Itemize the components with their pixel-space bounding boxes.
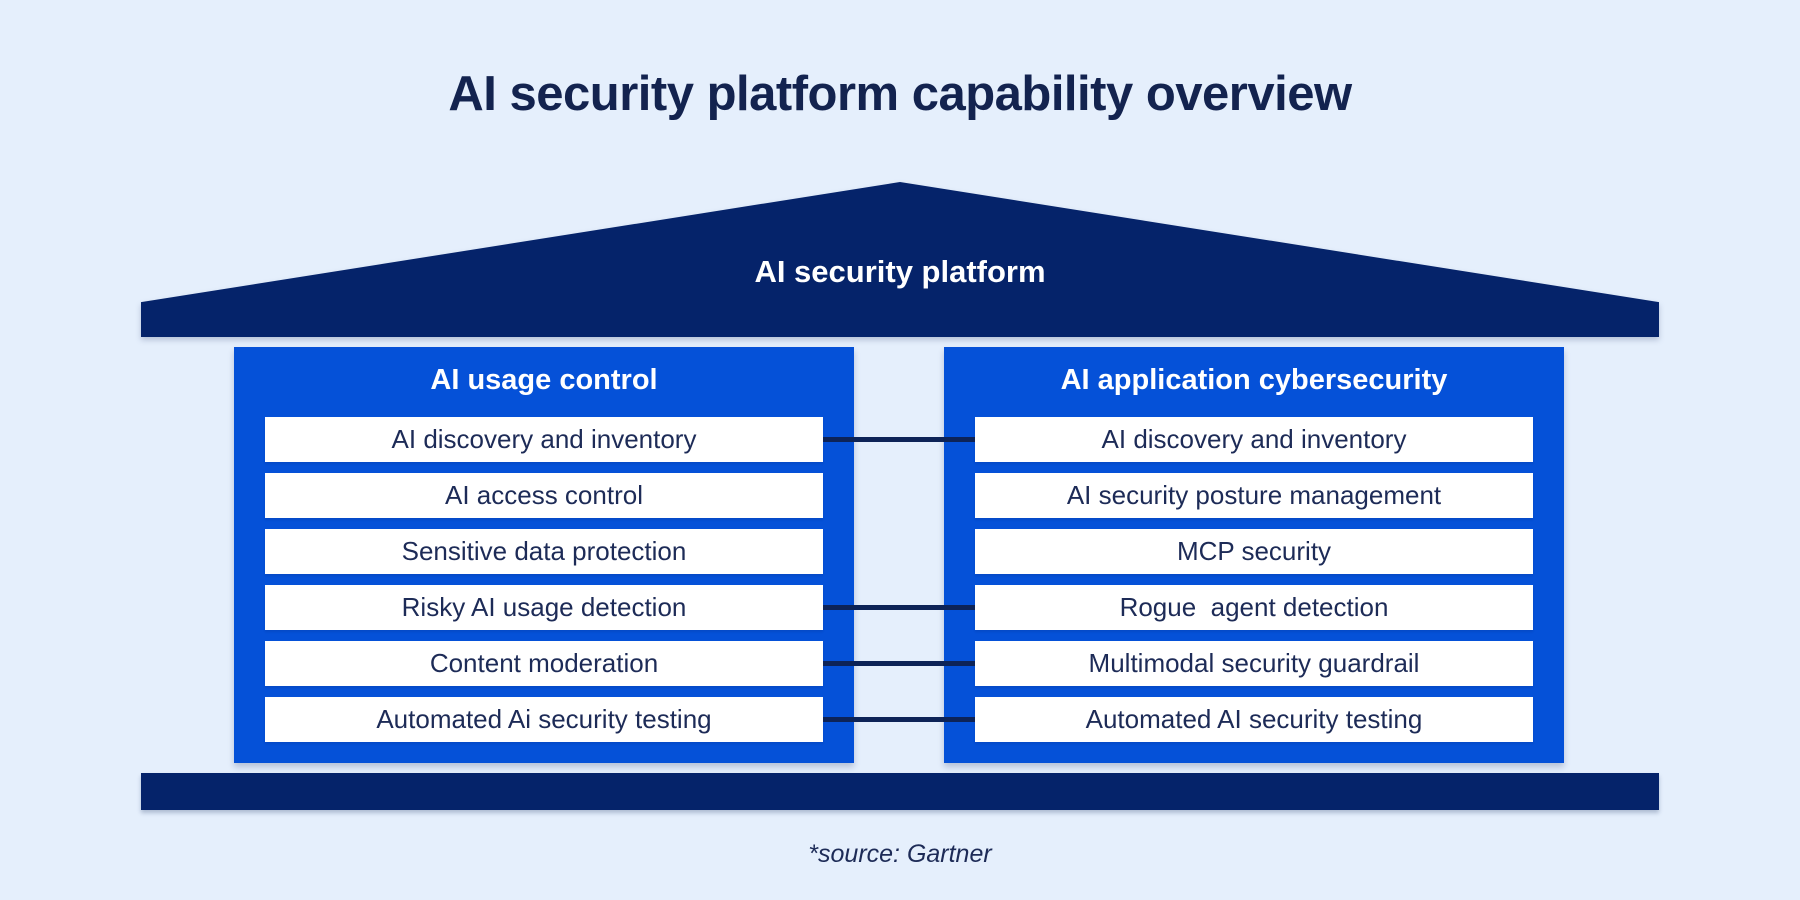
capability-row: AI discovery and inventory (975, 417, 1533, 462)
capability-row: Sensitive data protection (265, 529, 823, 574)
capability-row: Automated AI security testing (975, 697, 1533, 742)
base-bar (141, 773, 1659, 810)
capability-row: Rogue agent detection (975, 585, 1533, 630)
capability-row: AI security posture management (975, 473, 1533, 518)
capability-row: MCP security (975, 529, 1533, 574)
capability-row: AI discovery and inventory (265, 417, 823, 462)
column-header-right: AI application cybersecurity (1060, 364, 1448, 396)
roof-label: AI security platform (754, 254, 1046, 289)
capability-row: Risky AI usage detection (265, 585, 823, 630)
capability-row: Content moderation (265, 641, 823, 686)
connector-line (823, 437, 975, 442)
capability-row: AI access control (265, 473, 823, 518)
column-ai-application-cybersecurity: AI application cybersecurity AI discover… (944, 347, 1564, 763)
roof-shape: AI security platform (141, 182, 1659, 337)
connector-line (823, 605, 975, 610)
source-note: *source: Gartner (808, 840, 992, 868)
connector-line (823, 661, 975, 666)
connector-line (823, 717, 975, 722)
column-header-left: AI usage control (430, 364, 658, 396)
capability-row: Multimodal security guardrail (975, 641, 1533, 686)
column-ai-usage-control: AI usage control AI discovery and invent… (234, 347, 854, 763)
page-title: AI security platform capability overview (448, 67, 1352, 121)
capability-row: Automated Ai security testing (265, 697, 823, 742)
